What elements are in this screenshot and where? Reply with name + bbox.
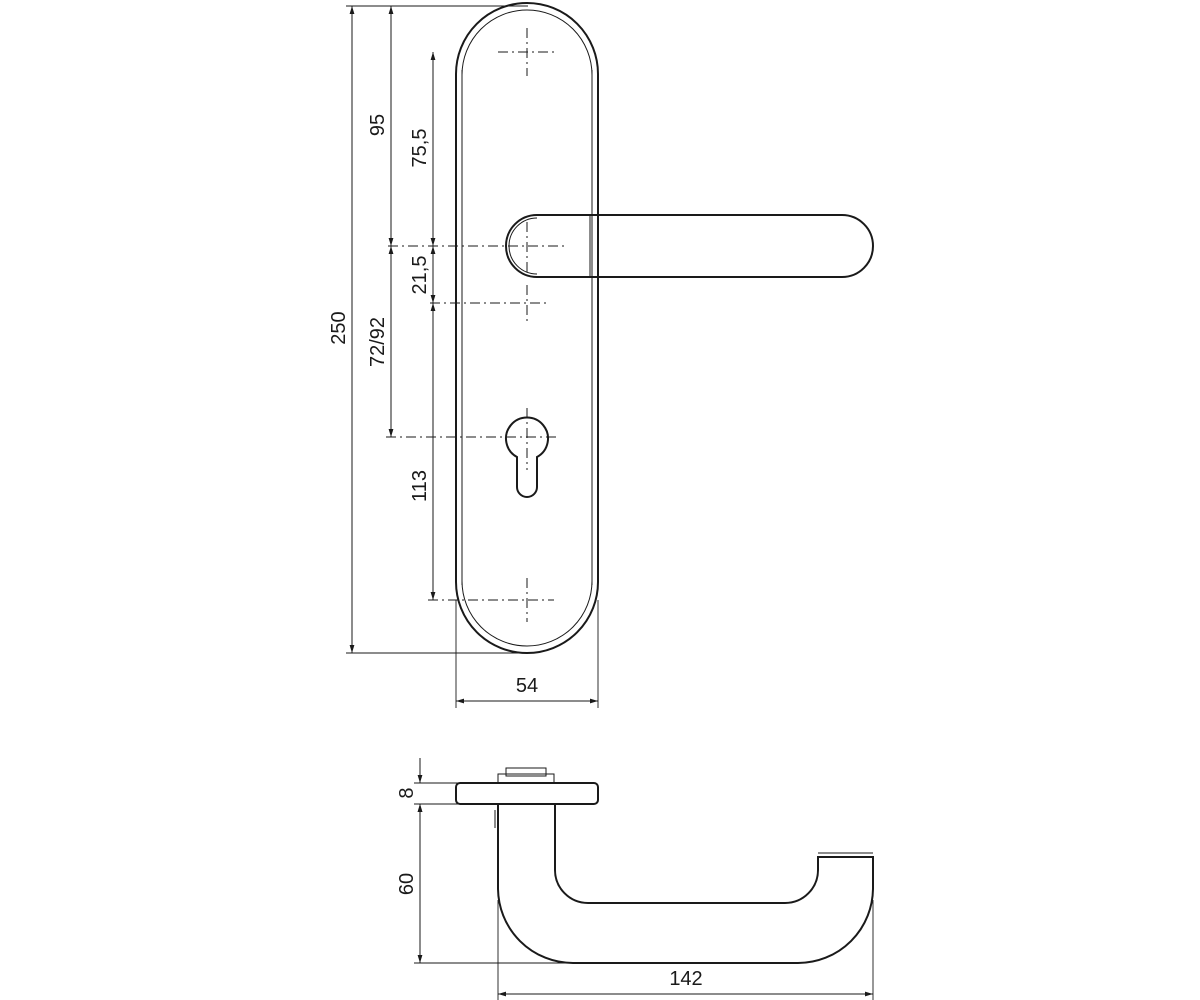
side-view: 8 60 142 (396, 758, 874, 1000)
bottom-screw-center-mark (428, 578, 554, 622)
dimension-label-54: 54 (516, 675, 538, 697)
top-screw-center-mark (498, 28, 554, 76)
dimension-label-142: 142 (669, 968, 702, 990)
rose-plate (455, 782, 599, 805)
back-plate-inner-contour (461, 9, 593, 647)
dimension-label-113: 113 (409, 470, 431, 502)
dimension-label-95: 95 (367, 114, 389, 136)
lever-side-outline (497, 804, 874, 964)
back-plate-outline (455, 2, 599, 654)
dimension-60: 60 (396, 804, 423, 963)
cylinder-center-mark (386, 408, 556, 470)
dimension-142: 142 (498, 968, 873, 997)
front-view: 250 95 72/92 75,5 21,5 113 (328, 2, 874, 708)
dimension-label-8: 8 (396, 787, 418, 798)
handle-center-mark (388, 222, 566, 272)
spindle-cap (497, 767, 555, 784)
dimension-113: 113 (409, 303, 436, 600)
dimension-label-72-92: 72/92 (367, 317, 389, 367)
dimension-95: 95 (367, 6, 394, 246)
dimension-label-21-5: 21,5 (409, 256, 431, 295)
dimension-72-92: 72/92 (367, 246, 394, 437)
middle-screw-center-mark (430, 285, 546, 322)
dimension-8: 8 (396, 758, 423, 829)
lever-handle-outline (537, 214, 874, 278)
dimension-label-75-5: 75,5 (409, 129, 431, 168)
dimension-54: 54 (456, 675, 598, 704)
dimension-label-60: 60 (396, 873, 418, 895)
dimension-label-250: 250 (328, 311, 350, 344)
dimension-250: 250 (328, 6, 355, 653)
dimension-75-5: 75,5 (409, 52, 436, 246)
dimension-21-5: 21,5 (409, 246, 436, 303)
cylinder-keyhole (505, 416, 549, 498)
